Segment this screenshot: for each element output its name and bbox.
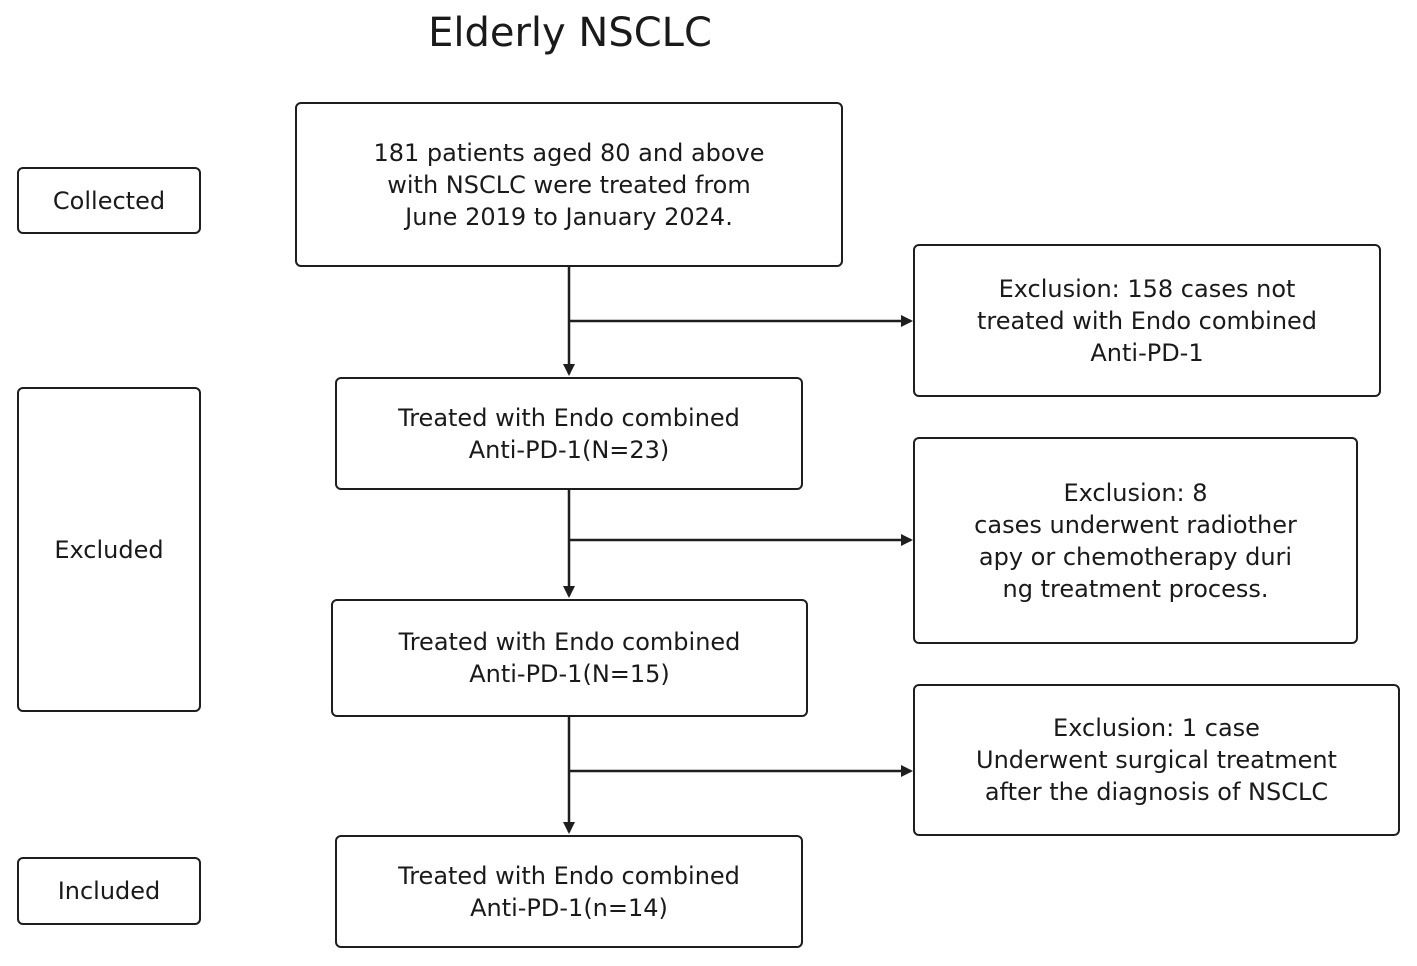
exclusion-text-1: Exclusion: 158 cases not treated with En…	[976, 274, 1318, 367]
diagram-title: Elderly NSCLC	[428, 10, 712, 56]
stage-label-collected-text: Collected	[52, 186, 166, 215]
stage-label-included: Included	[17, 857, 201, 925]
treated-n23-text: Treated with Endo combined Anti-PD-1(N=2…	[398, 403, 740, 464]
exclusion-text-3: Exclusion: 1 case Underwent surgical tre…	[976, 714, 1337, 806]
included-n14-box: Treated with Endo combined Anti-PD-1(n=1…	[335, 835, 803, 948]
stage-label-excluded: Excluded	[17, 387, 201, 712]
stage-label-included-text: Included	[57, 877, 161, 905]
stage-label-excluded-text: Excluded	[54, 535, 164, 564]
treated-n15-box: Treated with Endo combined Anti-PD-1(N=1…	[331, 599, 808, 717]
exclusion-box-3: Exclusion: 1 case Underwent surgical tre…	[913, 684, 1400, 836]
treated-n23-box: Treated with Endo combined Anti-PD-1(N=2…	[335, 377, 803, 490]
treated-n15-text: Treated with Endo combined Anti-PD-1(N=1…	[398, 628, 741, 688]
exclusion-box-1: Exclusion: 158 cases not treated with En…	[913, 244, 1381, 397]
initial-cohort-box: 181 patients aged 80 and above with NSCL…	[295, 102, 843, 267]
initial-cohort-text: 181 patients aged 80 and above with NSCL…	[373, 138, 765, 231]
exclusion-text-2: Exclusion: 8 cases underwent radiother a…	[974, 478, 1297, 603]
included-n14-text: Treated with Endo combined Anti-PD-1(n=1…	[398, 861, 740, 922]
stage-label-collected: Collected	[17, 167, 201, 234]
exclusion-box-2: Exclusion: 8 cases underwent radiother a…	[913, 437, 1358, 644]
